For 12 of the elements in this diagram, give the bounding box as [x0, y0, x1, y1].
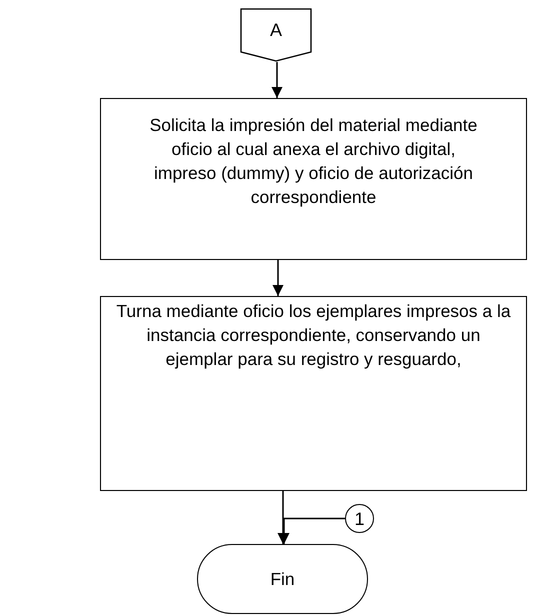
node-text: A: [270, 19, 282, 42]
process-box: [100, 296, 527, 491]
node-text: Turna mediante oficio los ejemplares impresos a la instancia correspondiente, conservando un ejemplar para su registro y resguardo,: [115, 300, 512, 371]
arrow: [272, 62, 282, 98]
terminal-shape: [197, 544, 368, 614]
process-box: [100, 98, 527, 260]
arrow: [272, 260, 284, 296]
connector-circle: [345, 504, 374, 533]
node-text: Fin: [270, 568, 295, 591]
node-text: Solicita la impresión del material mediante oficio al cual anexa el archivo digital, impreso (dummy) y oficio de autorización correspondiente: [148, 114, 478, 209]
node-text: 1: [354, 508, 364, 530]
offpage-connector: [240, 8, 312, 62]
